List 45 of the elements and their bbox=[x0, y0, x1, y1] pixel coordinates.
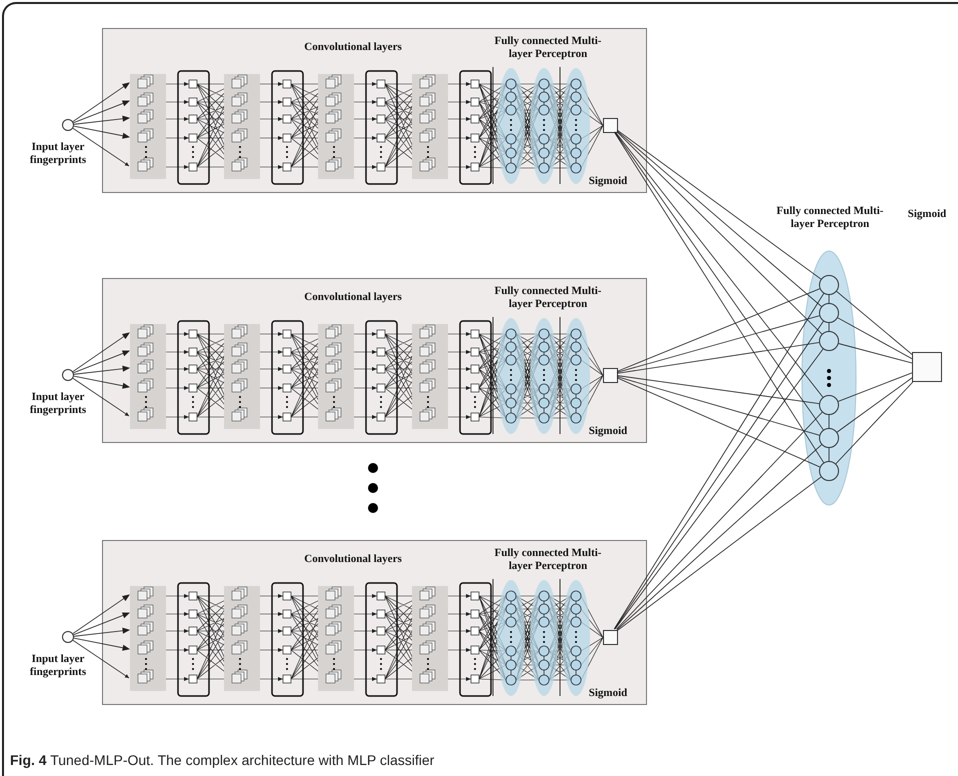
connector-line bbox=[838, 372, 912, 402]
output-label: Sigmoid bbox=[588, 687, 628, 700]
layer-title: Fully connected Multi-layer Perceptron bbox=[494, 285, 602, 311]
connector-line bbox=[836, 291, 912, 355]
connector-line bbox=[616, 377, 820, 468]
node-caption: Input layer fingerprints bbox=[28, 653, 88, 679]
layer-title: Convolutional layers bbox=[303, 291, 403, 304]
neuron-circle bbox=[62, 631, 74, 643]
layer-title: Convolutional layers bbox=[303, 553, 403, 566]
node-caption: Input layer fingerprints bbox=[28, 141, 88, 167]
connector-line bbox=[616, 315, 820, 373]
connector-line bbox=[616, 412, 823, 630]
output-label: Sigmoid bbox=[906, 208, 948, 221]
layer-title: Fully connected Multi-layer Perceptron bbox=[494, 547, 602, 573]
connector-line bbox=[836, 377, 912, 433]
layer-title: Fully connected Multi-layer Perceptron bbox=[494, 35, 602, 61]
layer-title: Fully connected Multi-layer Perceptron bbox=[776, 205, 884, 231]
figure-caption: Fig. 4 Tuned-MLP-Out. The complex architecture with MLP classifier bbox=[10, 752, 434, 768]
connector-line bbox=[828, 294, 830, 304]
connector-line bbox=[616, 288, 820, 372]
connector-line bbox=[835, 382, 914, 464]
output-square bbox=[603, 118, 618, 133]
output-square bbox=[603, 630, 618, 645]
output-label: Sigmoid bbox=[588, 175, 628, 188]
arrow bbox=[72, 594, 130, 678]
arrow bbox=[72, 332, 130, 416]
connector-line bbox=[616, 444, 822, 630]
connector-line bbox=[837, 317, 912, 360]
connector-line bbox=[616, 376, 820, 436]
connector-line bbox=[828, 414, 830, 428]
connector-line bbox=[616, 342, 820, 374]
connector-line bbox=[616, 476, 822, 632]
output-square bbox=[912, 352, 942, 382]
connector-line bbox=[828, 448, 830, 462]
connector-line bbox=[616, 375, 820, 404]
neuron-circle bbox=[62, 119, 74, 131]
output-square bbox=[603, 368, 618, 383]
arrow bbox=[72, 82, 130, 166]
layer-title: Convolutional layers bbox=[303, 41, 403, 54]
node-caption: Input layer fingerprints bbox=[28, 391, 88, 417]
connector-line bbox=[828, 322, 830, 332]
output-label: Sigmoid bbox=[588, 425, 628, 438]
connector-line bbox=[616, 130, 822, 280]
connector-line bbox=[838, 343, 912, 364]
neuron-circle bbox=[62, 369, 74, 381]
